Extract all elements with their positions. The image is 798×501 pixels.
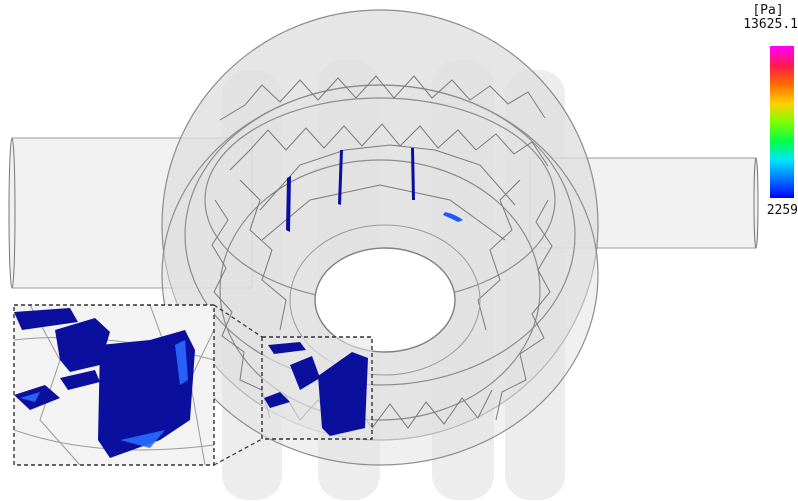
gear-teeth — [211, 75, 553, 429]
legend-unit-label: [Pa] — [752, 3, 784, 18]
legend-max-label: 13625.1 — [743, 17, 798, 32]
legend-color-bar — [770, 46, 794, 198]
center-bore — [289, 224, 481, 376]
legend-min-label: 2259 — [766, 203, 798, 218]
zoom-connector — [213, 304, 263, 466]
magnified-inset — [13, 304, 215, 466]
zoom-region — [261, 336, 373, 440]
pump-housing — [161, 9, 599, 466]
cavitation-regions — [286, 148, 463, 232]
